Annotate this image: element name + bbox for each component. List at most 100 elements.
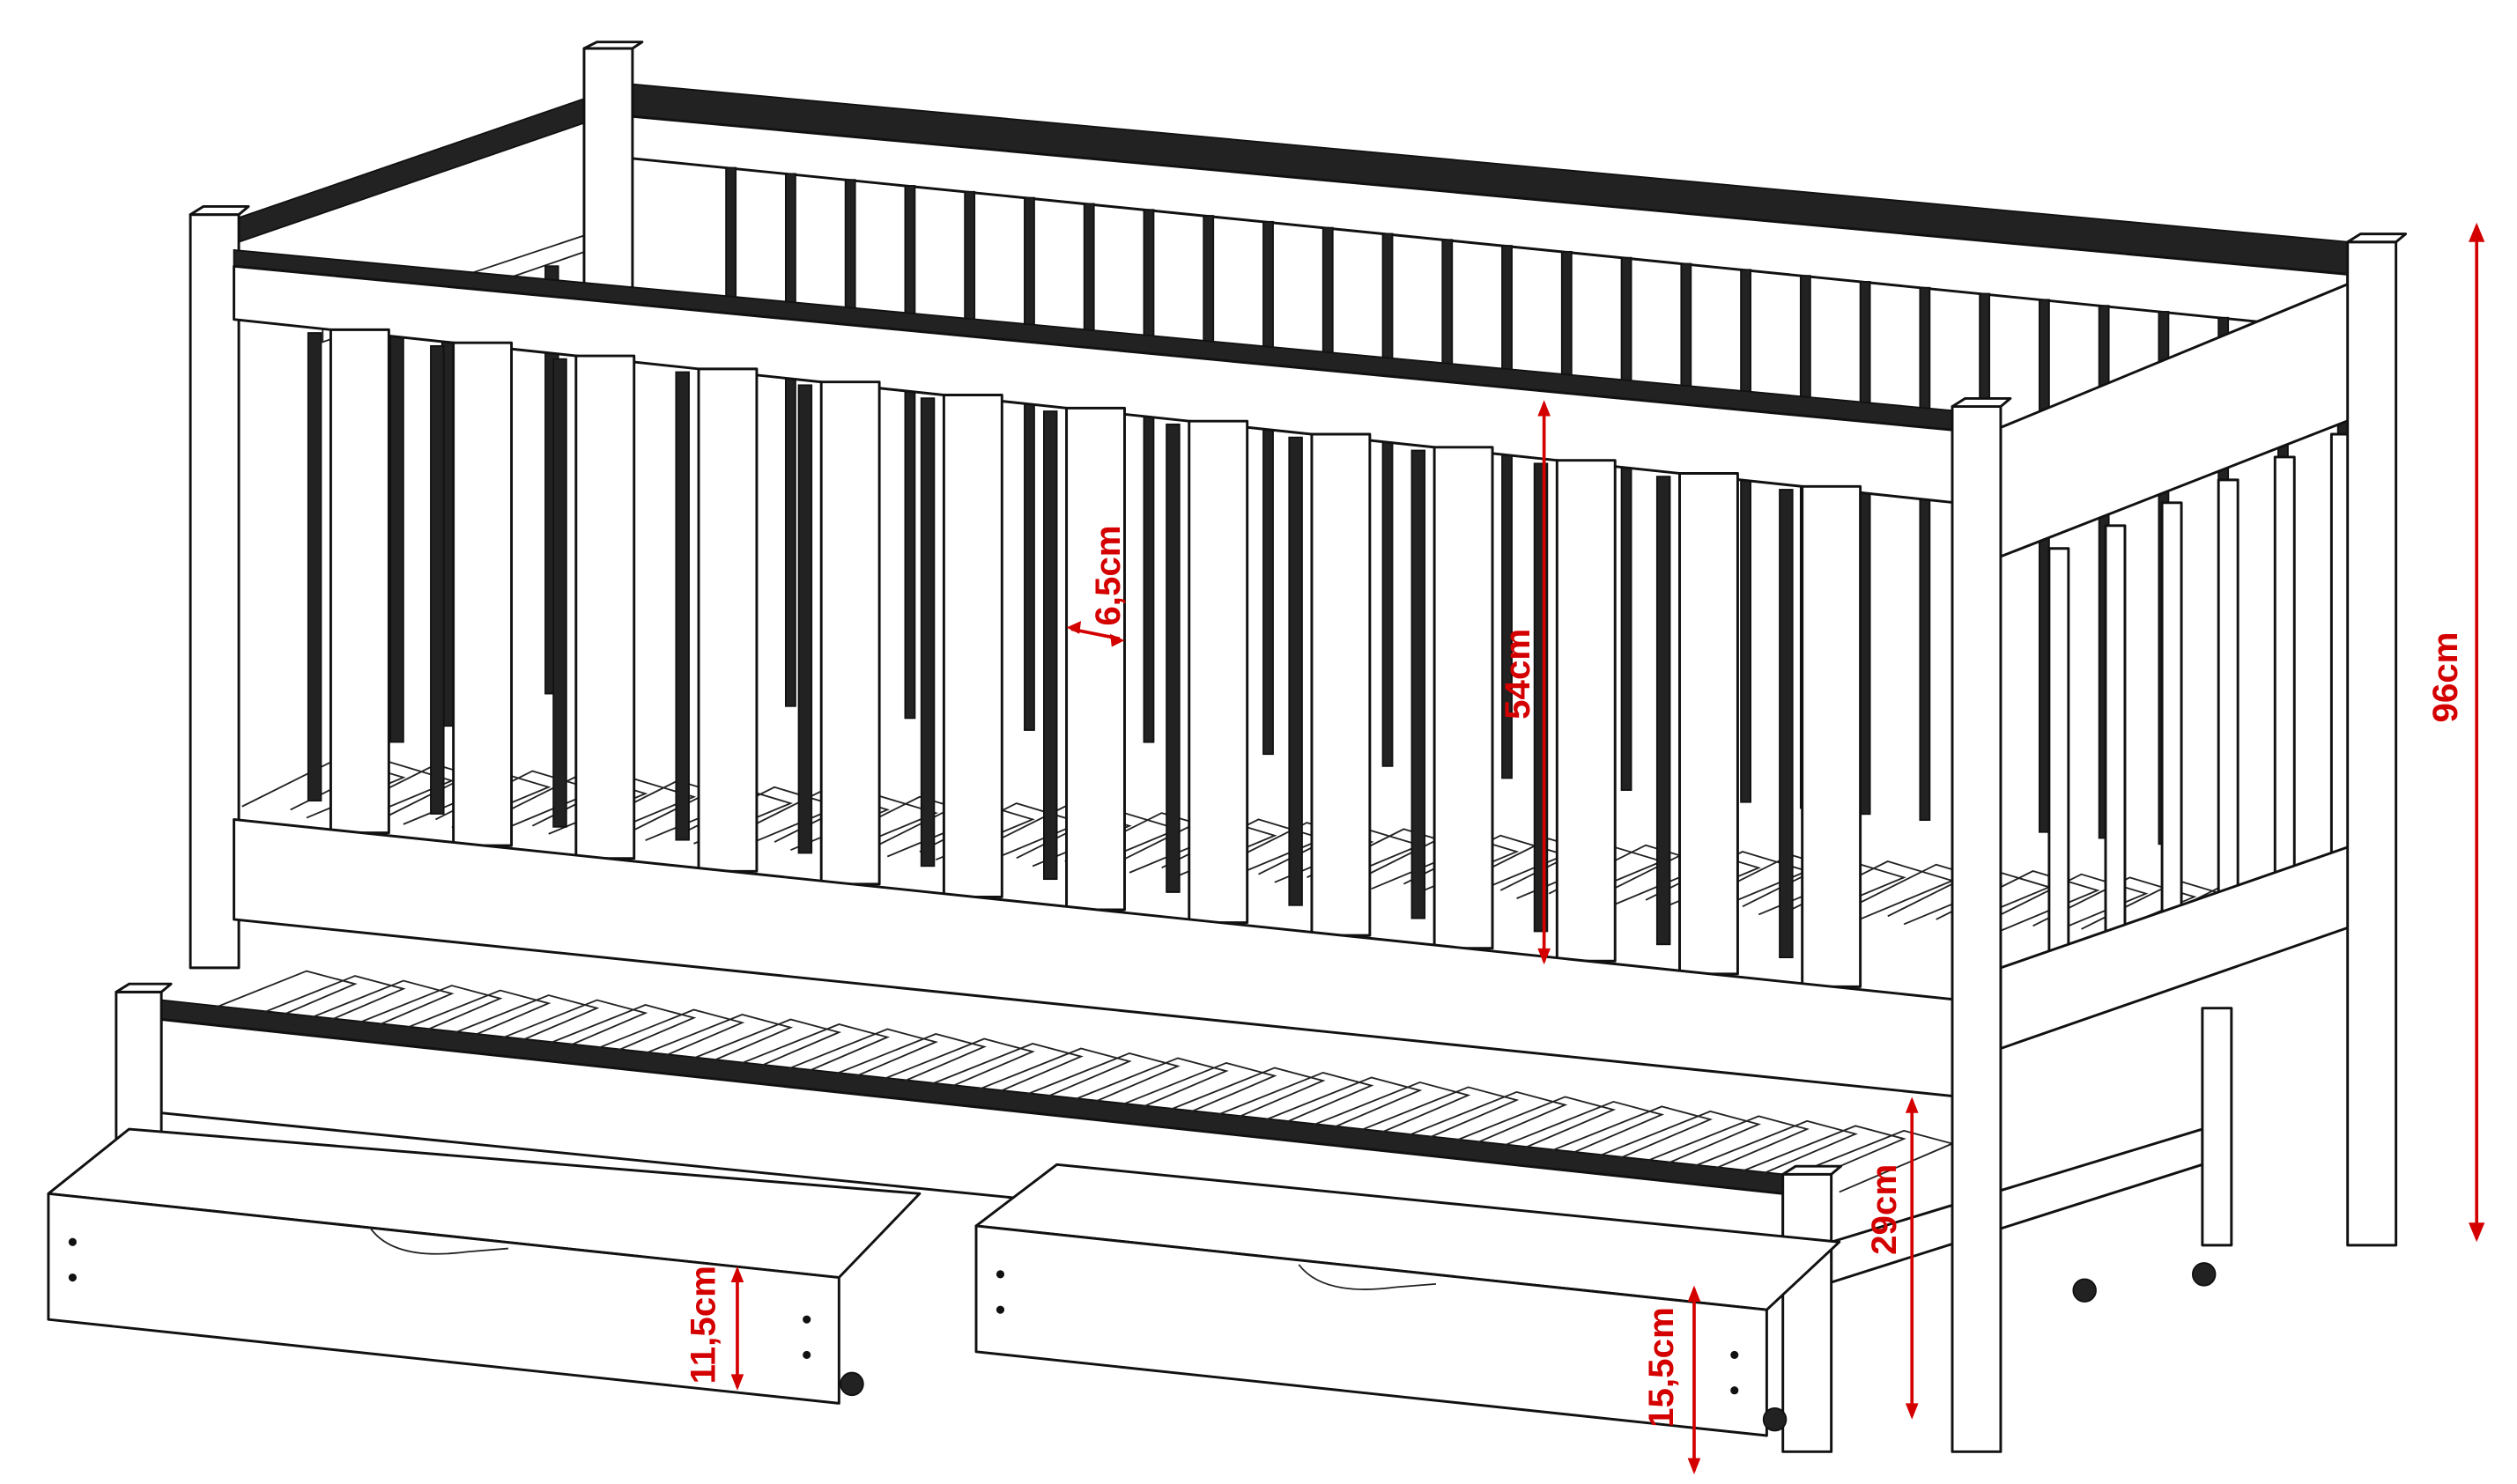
trundle-mattress-hatch <box>967 1047 1132 1111</box>
trundle-mattress-hatch <box>241 975 406 1038</box>
dimension-inner-rail-height: 54cm <box>1498 400 1551 965</box>
front-slat-shadow <box>1166 423 1181 893</box>
dimension-slat-gap: 6,5cm <box>1066 525 1128 647</box>
back-slat <box>1262 220 1274 756</box>
trundle-mattress-hatch <box>1596 1110 1762 1174</box>
label-54cm: 54cm <box>1498 629 1537 720</box>
front-left-post <box>189 213 241 970</box>
trundle-mattress-hatch <box>870 1037 1035 1101</box>
screw-hole <box>803 1350 811 1360</box>
back-right-post-cap <box>2346 233 2408 244</box>
dimension-left-drawer-height: 11,5cm <box>683 1266 744 1391</box>
front-slat-shadow <box>1779 489 1794 959</box>
back-slat <box>1859 281 1871 816</box>
screw-hole <box>68 1237 77 1246</box>
dimension-trundle-height: 29cm <box>1864 1096 1919 1420</box>
front-slat <box>942 394 1003 898</box>
trundle-mattress-hatch <box>1742 1125 1906 1188</box>
trundle-mattress-hatch <box>580 1008 745 1072</box>
screw-hole <box>68 1273 77 1282</box>
front-slat-shadow <box>307 332 322 802</box>
back-slat <box>1143 209 1155 743</box>
trundle-mattress-hatch <box>532 1004 697 1067</box>
right-drawer-handle-cutout <box>1298 1264 1437 1290</box>
back-slat <box>1740 269 1751 803</box>
label-15-5cm: 15,5cm <box>1641 1307 1681 1428</box>
label-6-5cm: 6,5cm <box>1088 525 1128 625</box>
trundle-mattress-hatch <box>435 994 600 1058</box>
front-slat-shadow <box>920 397 936 868</box>
trundle-mattress-hatch <box>387 989 552 1052</box>
trundle-mattress-hatch <box>1016 1052 1181 1116</box>
front-slat-shadow <box>1043 410 1058 881</box>
trundle-mattress-hatch <box>1355 1086 1520 1149</box>
front-slat <box>1801 484 1862 988</box>
front-slat <box>329 328 390 835</box>
trundle-back-right-post <box>2201 1007 2233 1247</box>
front-slat <box>819 380 881 886</box>
mattress-hatch <box>1258 824 1423 887</box>
castor-wheel <box>2191 1262 2217 1287</box>
trundle-mattress-hatch <box>677 1018 842 1082</box>
back-slat <box>1024 196 1035 731</box>
back-slat <box>1919 286 1931 822</box>
trundle-mattress-hatch <box>1161 1067 1326 1130</box>
trundle-mattress-hatch <box>484 999 648 1062</box>
back-slat <box>784 173 796 707</box>
front-slat <box>697 367 759 873</box>
bed-line-art <box>47 41 2408 1453</box>
trundle-mattress-hatch <box>1693 1119 1858 1184</box>
dimension-total-height: 96cm <box>2425 222 2485 1243</box>
front-slat-shadow <box>797 384 813 854</box>
trundle-mattress-hatch <box>1645 1115 1810 1178</box>
left-drawer-front <box>47 1192 840 1405</box>
front-slat-shadow <box>1410 449 1426 919</box>
trundle-mattress-hatch <box>1403 1090 1568 1155</box>
trundle-mattress-hatch <box>1307 1081 1471 1145</box>
label-29cm: 29cm <box>1864 1164 1904 1255</box>
screw-hole <box>1730 1386 1739 1395</box>
screw-hole <box>803 1315 811 1324</box>
front-slat-shadow <box>1655 476 1671 946</box>
trundle-mattress-hatch <box>1113 1061 1277 1126</box>
front-slat <box>452 341 514 847</box>
front-slat <box>1432 446 1494 950</box>
screw-hole <box>996 1270 1005 1279</box>
back-slat <box>904 185 916 720</box>
right-drawer-front <box>974 1224 1768 1437</box>
back-slat <box>2038 299 2050 833</box>
trundle-right-post-cap <box>1781 1164 1843 1176</box>
front-slat <box>574 354 636 860</box>
trundle-mattress-hatch <box>919 1043 1084 1106</box>
screw-hole <box>996 1305 1005 1314</box>
back-slat <box>1620 256 1632 791</box>
front-slat-shadow <box>675 371 690 841</box>
left-drawer-handle-cutout <box>370 1229 508 1255</box>
left-side-top-rail-edge <box>238 87 614 244</box>
front-slat <box>1678 472 1739 976</box>
castor-wheel <box>2072 1278 2097 1303</box>
right-side-top-rail <box>1999 272 2373 558</box>
trundle-mattress-hatch <box>1210 1071 1374 1135</box>
back-right-post <box>2346 240 2398 1247</box>
label-96cm: 96cm <box>2425 631 2465 722</box>
screw-hole <box>1730 1350 1739 1360</box>
front-slat-shadow <box>430 344 445 815</box>
castor-wheel <box>840 1371 864 1397</box>
right-side-slat <box>2104 524 2127 947</box>
right-side-slat <box>2273 455 2296 878</box>
trundle-mattress-hatch <box>628 1014 794 1077</box>
trundle-mattress-hatch <box>822 1033 987 1096</box>
trundle-mattress-hatch <box>774 1028 939 1091</box>
back-left-post-cap <box>582 41 644 50</box>
front-slat <box>1065 406 1126 912</box>
right-side-slat <box>2160 501 2183 924</box>
right-side-slat <box>2217 478 2239 901</box>
front-right-post <box>1951 405 2002 1453</box>
front-slat <box>1555 459 1617 963</box>
front-slat-shadow <box>552 358 567 828</box>
trundle-mattress-hatch <box>1064 1057 1229 1120</box>
trundle-mattress-hatch <box>1499 1100 1665 1164</box>
trundle-mattress-hatch <box>193 970 358 1033</box>
